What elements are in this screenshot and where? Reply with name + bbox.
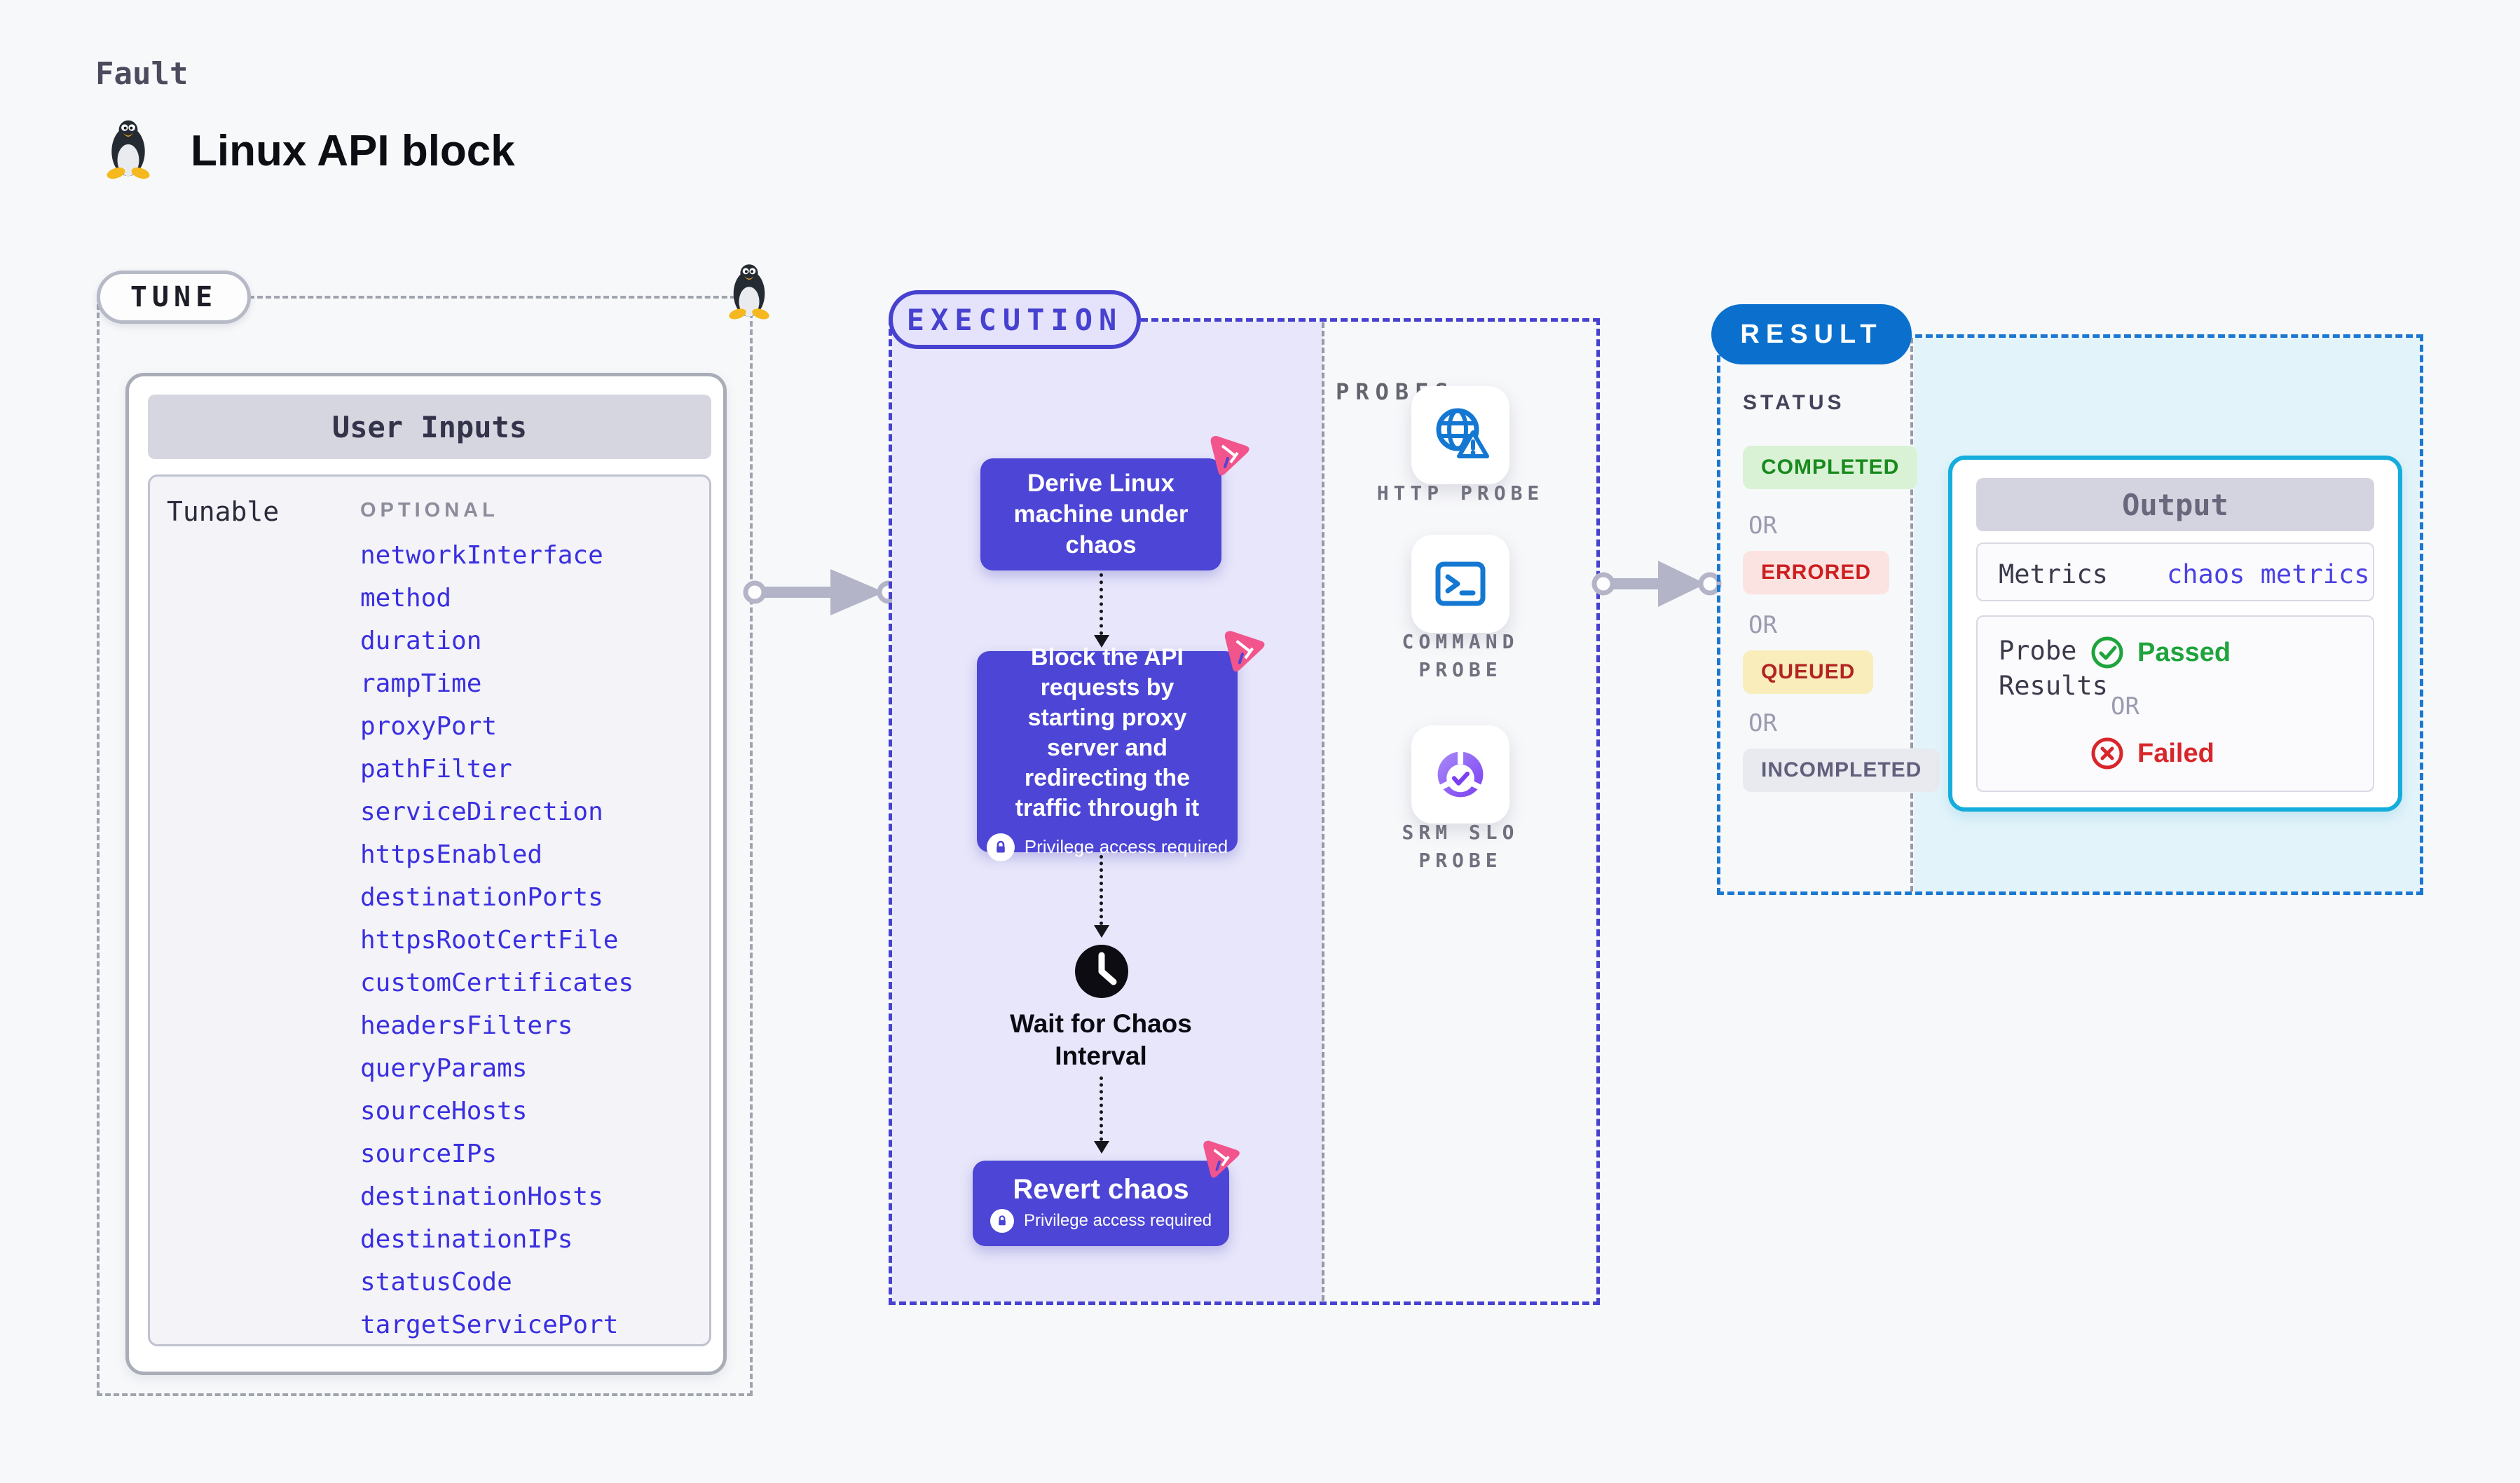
param-list: networkInterface method duration rampTim… <box>360 534 634 1346</box>
probe-results-row: Probe Results Passed OR Failed <box>1976 615 2374 792</box>
failed-row: Failed <box>2090 736 2214 771</box>
probes-divider <box>1322 322 1324 1301</box>
param-item: httpsRootCertFile <box>360 926 619 955</box>
output-title: Output <box>2122 487 2228 522</box>
fault-kicker: Fault <box>95 56 189 92</box>
param-item: httpsEnabled <box>360 840 543 869</box>
privilege-row: Privilege access required <box>989 1209 1212 1233</box>
param-item: queryParams <box>360 1054 528 1083</box>
connector-arrowhead <box>1094 925 1109 938</box>
status-badge-completed: COMPLETED <box>1743 446 1918 489</box>
block-node-text: Block the API requests by starting proxy… <box>1015 643 1200 821</box>
page-title: Linux API block <box>191 127 515 175</box>
derive-node-text: Derive Linux machine under chaos <box>1013 470 1189 559</box>
failed-x-icon <box>2091 737 2123 770</box>
privilege-row: Privilege access required <box>986 833 1228 861</box>
param-item: targetServicePort <box>360 1311 619 1339</box>
command-probe-card <box>1411 535 1509 633</box>
param-item: method <box>360 584 452 613</box>
probe-results-label: Probe Results <box>1999 636 2108 701</box>
chaos-pinwheel-icon <box>1200 1137 1242 1182</box>
or-label: OR <box>1748 512 1777 540</box>
slo-donut-check-icon <box>1437 746 1484 798</box>
result-divider <box>1910 338 1913 891</box>
connector-line <box>1100 1077 1103 1141</box>
connector-line <box>1100 855 1103 925</box>
http-probe-label: HTTP PROBE <box>1376 481 1545 505</box>
terminal-icon <box>1435 561 1486 606</box>
param-item: customCertificates <box>360 969 634 997</box>
chaos-pinwheel-icon <box>1221 627 1267 676</box>
user-inputs-header: User Inputs <box>148 395 711 459</box>
privilege-note: Privilege access required <box>1024 836 1228 857</box>
execution-to-result-arrow <box>1591 561 1722 607</box>
param-item: statusCode <box>360 1268 512 1297</box>
metrics-row: Metrics chaos metrics <box>1976 542 2374 601</box>
derive-node: Derive Linux machine under chaos <box>980 458 1221 570</box>
lock-icon <box>989 1209 1014 1233</box>
or-label: OR <box>1748 611 1777 639</box>
output-card: Output Metrics chaos metrics Probe Resul… <box>1948 456 2402 812</box>
status-badge-errored: ERRORED <box>1743 551 1890 594</box>
param-item: proxyPort <box>360 712 498 741</box>
clock-icon <box>1074 944 1129 1002</box>
status-badge-queued: QUEUED <box>1743 650 1874 694</box>
connector-line <box>1100 573 1103 635</box>
optional-column-label: OPTIONAL <box>360 499 499 521</box>
tune-section-pill: TUNE <box>97 271 251 324</box>
tune-label: TUNE <box>130 281 218 313</box>
user-inputs-title: User Inputs <box>331 409 528 444</box>
param-item: destinationPorts <box>360 883 603 912</box>
or-label: OR <box>2111 692 2139 720</box>
param-item: destinationIPs <box>360 1225 573 1254</box>
param-item: sourceIPs <box>360 1140 498 1168</box>
execution-label: EXECUTION <box>906 302 1123 337</box>
command-probe-label: COMMAND PROBE <box>1402 630 1519 681</box>
passed-check-icon <box>2091 636 2123 669</box>
metrics-label: Metrics <box>1999 559 2108 589</box>
chaos-pinwheel-icon <box>1207 432 1252 480</box>
metrics-value: chaos metrics <box>2167 559 2370 589</box>
status-badge-incompleted: INCOMPLETED <box>1743 749 1940 792</box>
tune-dashed-region <box>97 296 753 1396</box>
connector-arrowhead <box>1094 1141 1109 1154</box>
param-item: duration <box>360 627 482 655</box>
passed-label: Passed <box>2137 637 2231 667</box>
param-item: rampTime <box>360 669 482 698</box>
param-item: headersFilters <box>360 1011 573 1040</box>
execution-section-pill: EXECUTION <box>889 290 1141 349</box>
revert-node-text: Revert chaos <box>1013 1174 1189 1205</box>
srm-slo-probe-label: SRM SLO PROBE <box>1402 821 1519 872</box>
param-item: destinationHosts <box>360 1182 603 1211</box>
wait-step-label: Wait for Chaos Interval <box>1010 1009 1192 1070</box>
lock-icon <box>986 833 1015 861</box>
globe-warning-icon <box>1436 408 1489 458</box>
param-item: pathFilter <box>360 755 512 784</box>
linux-penguin-icon <box>105 118 151 183</box>
result-section-pill: RESULT <box>1711 304 1912 364</box>
result-label: RESULT <box>1740 319 1883 349</box>
srm-slo-probe-card <box>1411 725 1509 823</box>
tunable-panel: Tunable OPTIONAL networkInterface method… <box>148 474 711 1346</box>
status-title: STATUS <box>1743 391 1845 414</box>
output-header: Output <box>1976 478 2374 531</box>
failed-label: Failed <box>2137 738 2214 768</box>
tunable-row-label: Tunable <box>167 496 280 527</box>
block-node: Block the API requests by starting proxy… <box>977 644 1238 861</box>
or-label: OR <box>1748 709 1777 737</box>
tune-to-execution-arrow <box>743 569 901 615</box>
param-item: sourceHosts <box>360 1097 528 1126</box>
user-inputs-card: User Inputs Tunable OPTIONAL networkInte… <box>125 373 727 1375</box>
privilege-note: Privilege access required <box>1023 1211 1212 1230</box>
linux-penguin-small-icon <box>727 262 771 323</box>
revert-node: Revert chaos Privilege access required <box>973 1161 1229 1246</box>
http-probe-card <box>1411 386 1509 484</box>
passed-row: Passed <box>2090 635 2231 670</box>
param-item: networkInterface <box>360 541 603 570</box>
param-item: serviceDirection <box>360 798 603 826</box>
connector-arrowhead <box>1094 635 1109 648</box>
